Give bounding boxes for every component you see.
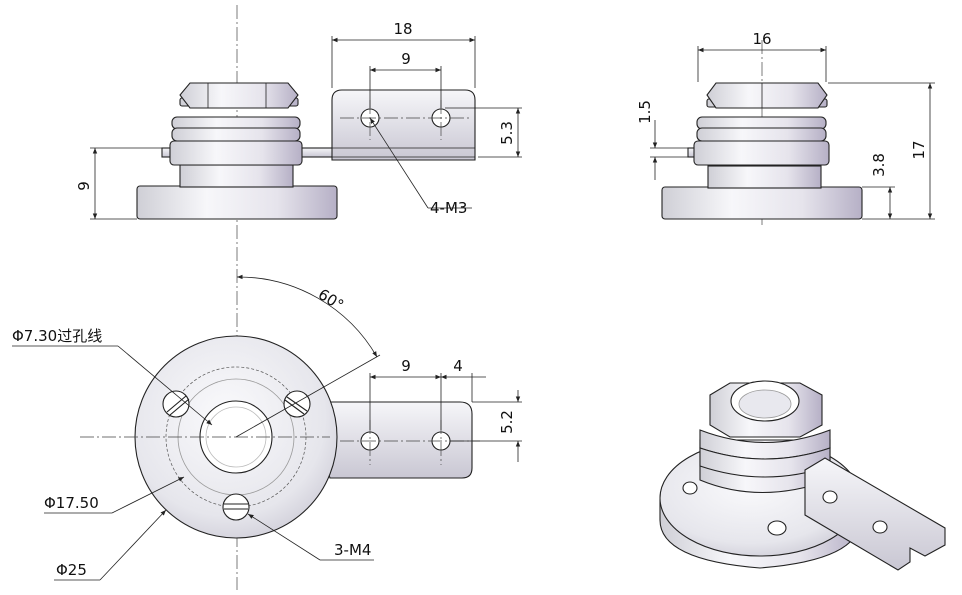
dim-top-angle: 60°	[315, 285, 347, 314]
front-view: 18 9 5.3 9 4-M3	[75, 5, 522, 590]
dim-front-9-spacing: 9	[401, 50, 411, 68]
side-body-neck	[707, 165, 822, 189]
label-3-m4: 3-M4	[334, 541, 371, 559]
dim-front-18: 18	[393, 20, 412, 38]
dim-side-17: 17	[910, 140, 928, 159]
dim-front-9-height: 9	[75, 181, 93, 191]
side-hex-nut	[706, 82, 828, 109]
top-bracket-arm	[304, 401, 473, 479]
dim-top-5-2: 5.2	[498, 410, 516, 434]
front-base-flange	[136, 185, 338, 220]
side-thread-ring-2	[696, 127, 827, 142]
front-washer	[169, 140, 303, 166]
top-screw-hole-bottom	[222, 493, 250, 521]
front-body-neck	[179, 164, 294, 188]
side-washer	[693, 140, 830, 166]
side-view: 16 1.5 3.8 17	[636, 30, 935, 225]
dim-top-4-offset: 4	[453, 357, 463, 375]
angle-arc	[236, 274, 378, 358]
side-thread-ring-1	[696, 116, 827, 130]
label-outer-diameter: Φ25	[56, 561, 87, 579]
side-base-flange	[661, 186, 863, 220]
label-4-m3: 4-M3	[430, 199, 467, 217]
iso-bracket	[804, 457, 946, 571]
label-hole-diameter: Φ7.30过孔线	[12, 327, 102, 345]
dim-side-1-5: 1.5	[636, 100, 654, 124]
top-view: 60° 9 4 5.2 Φ7.30过孔线 Φ17.50 Φ25 3-M4	[12, 274, 522, 581]
front-thread-ring-1	[171, 116, 301, 130]
dim-top-9-spacing: 9	[401, 357, 411, 375]
top-screw-hole-left	[162, 390, 190, 418]
dim-side-16: 16	[752, 30, 771, 48]
dim-front-5-3: 5.3	[498, 121, 516, 145]
front-thread-ring-2	[171, 127, 301, 142]
front-bracket-tab	[331, 89, 476, 161]
label-pcd-diameter: Φ17.50	[44, 494, 99, 512]
front-hex-nut	[179, 82, 299, 109]
top-screw-hole-right	[283, 390, 311, 418]
dim-side-3-8: 3.8	[870, 153, 888, 177]
isometric-view	[659, 380, 946, 571]
